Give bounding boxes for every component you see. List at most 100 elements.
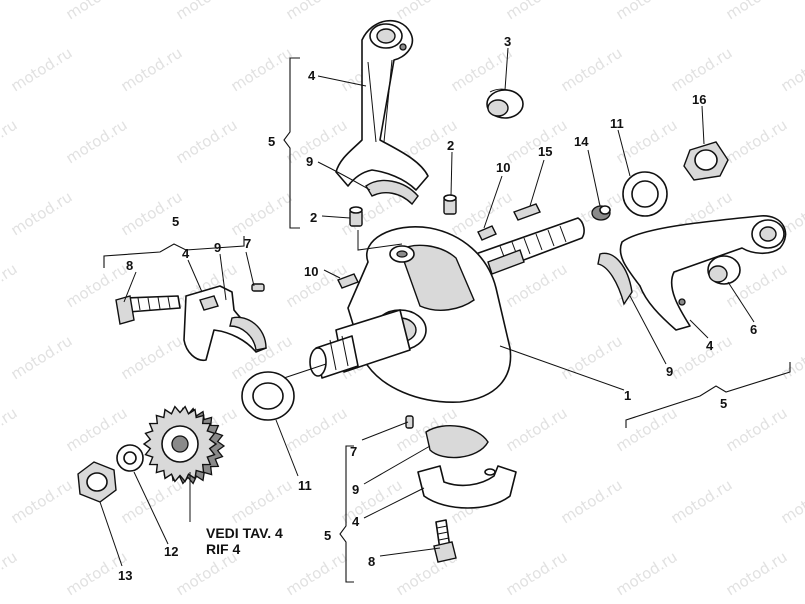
callout-bottom-bolt: 8: [368, 554, 375, 569]
dowel-pin-b: [443, 194, 457, 215]
watermark-text: motod.ru: [778, 332, 805, 384]
watermark-text: motod.ru: [393, 0, 461, 23]
callout-gear-nut: 13: [118, 568, 132, 583]
callout-plug: 14: [574, 134, 589, 149]
watermark-text: motod.ru: [613, 404, 681, 456]
watermark-text: motod.ru: [723, 548, 791, 600]
note-line-2: RIF 4: [206, 541, 240, 557]
watermark-text: motod.ru: [228, 188, 296, 240]
dowel-pin-a: [349, 206, 363, 227]
callout-nut-right: 16: [692, 92, 706, 107]
watermark-text: motod.ru: [0, 260, 20, 312]
callout-right-rod: 4: [706, 338, 714, 353]
right-bearing-shell: [597, 252, 633, 306]
callout-top-group: 5: [268, 134, 275, 149]
left-dowel: [251, 283, 265, 292]
watermark-text: motod.ru: [8, 44, 76, 96]
gear-nut: [77, 461, 117, 503]
watermark-text: motod.ru: [503, 404, 571, 456]
callout-right-shell: 9: [666, 364, 673, 379]
right-connecting-rod: [619, 215, 787, 331]
key-a: [477, 225, 497, 241]
reference-note: VEDI TAV. 4 RIF 4: [206, 525, 283, 557]
callout-left-bolt: 8: [126, 258, 133, 273]
watermark-text: motod.ru: [118, 332, 186, 384]
key-c: [337, 273, 359, 289]
watermark-text: motod.ru: [778, 476, 805, 528]
callout-key-b: 15: [538, 144, 552, 159]
bottom-bolt: [433, 519, 457, 563]
callout-left-dowel: 7: [244, 236, 251, 251]
watermark-text: motod.ru: [8, 332, 76, 384]
watermark-text: motod.ru: [613, 0, 681, 23]
callout-pin-b: 2: [447, 138, 454, 153]
watermark-text: motod.ru: [8, 476, 76, 528]
bottom-bearing-shell: [425, 425, 489, 459]
thrust-washer-left: [241, 371, 295, 421]
timing-gear: [142, 405, 226, 485]
watermark-text: motod.ru: [228, 44, 296, 96]
watermark-text: motod.ru: [668, 476, 736, 528]
ring-nut: [683, 141, 729, 181]
callout-right-bush: 6: [750, 322, 757, 337]
small-end-bushing: [486, 88, 524, 119]
gear-washer: [116, 444, 144, 472]
right-bushing: [707, 255, 741, 285]
watermark-text: motod.ru: [283, 548, 351, 600]
callout-left-shell: 9: [214, 240, 221, 255]
watermark-text: motod.ru: [118, 44, 186, 96]
watermark-text: motod.ru: [283, 0, 351, 23]
watermark-text: motod.ru: [503, 548, 571, 600]
callout-top-rod: 4: [308, 68, 316, 83]
callout-washer-left: 11: [298, 478, 312, 493]
watermark-text: motod.ru: [173, 116, 241, 168]
group-braces: [103, 57, 791, 583]
watermark-text: motod.ru: [723, 0, 791, 23]
watermark-text: motod.ru: [723, 116, 791, 168]
watermark-text: motod.ru: [283, 404, 351, 456]
crankshaft: [309, 217, 585, 403]
watermark-text: motod.ru: [503, 260, 571, 312]
callout-top-shell: 9: [306, 154, 313, 169]
callout-bottom-dowel: 7: [350, 444, 357, 459]
top-bearing-shell: [365, 179, 419, 206]
watermark-text: motod.ru: [668, 44, 736, 96]
callout-bottom-shell: 9: [352, 482, 359, 497]
left-bolt: [115, 295, 181, 325]
watermark-text: motod.ru: [338, 476, 406, 528]
watermark-text: motod.ru: [668, 332, 736, 384]
watermark-text: motod.ru: [63, 116, 131, 168]
callout-pin-a: 2: [310, 210, 317, 225]
thrust-washer-right: [622, 171, 668, 217]
watermark-text: motod.ru: [503, 0, 571, 23]
watermark-text: motod.ru: [0, 404, 20, 456]
watermark-text: motod.ru: [778, 44, 805, 96]
callout-washer-right: 11: [610, 116, 624, 131]
watermark-text: motod.ru: [558, 44, 626, 96]
watermark-text: motod.ru: [0, 0, 20, 23]
watermark-text: motod.ru: [0, 116, 20, 168]
callout-left-cap: 4: [182, 246, 190, 261]
watermark-text: motod.ru: [173, 0, 241, 23]
watermark-text: motod.ru: [63, 404, 131, 456]
bottom-bearing-cap: [417, 465, 517, 509]
note-line-1: VEDI TAV. 4: [206, 525, 283, 541]
watermark-text: motod.ru: [613, 548, 681, 600]
left-bearing-shell: [229, 316, 267, 351]
watermark-text: motod.ru: [558, 332, 626, 384]
callout-bottom-cap: 4: [352, 514, 360, 529]
callout-key-c: 10: [304, 264, 318, 279]
watermark-text: motod.ru: [118, 476, 186, 528]
watermark-text: motod.ru: [558, 476, 626, 528]
key-b: [513, 203, 541, 221]
watermark-text: motod.ru: [228, 476, 296, 528]
top-connecting-rod: [335, 19, 429, 191]
callout-crankshaft: 1: [624, 388, 631, 403]
callout-gear-washer: 12: [164, 544, 178, 559]
watermark-text: motod.ru: [723, 404, 791, 456]
callout-labels: 4 5 9 3 2 2 10 15 10 14 11 16 5 8 4 9 7 …: [118, 34, 757, 583]
watermark-text: motod.ru: [283, 116, 351, 168]
watermark-text: motod.ru: [8, 188, 76, 240]
